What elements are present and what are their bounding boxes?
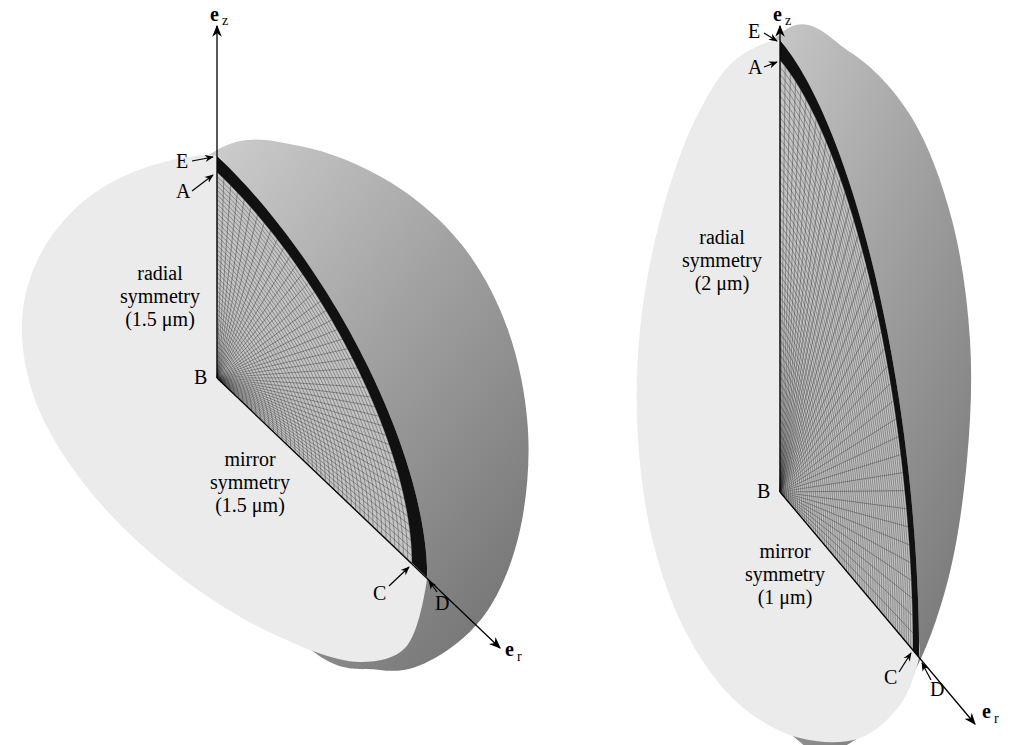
axis-label: e — [982, 700, 991, 723]
cut-face — [637, 40, 920, 742]
point-label: B — [194, 366, 207, 389]
mesh-line — [780, 99, 806, 492]
mesh-line — [217, 378, 379, 416]
mesh-line — [217, 378, 371, 397]
mesh-line — [217, 378, 386, 435]
mesh-line — [217, 200, 244, 378]
mesh-line — [217, 185, 231, 378]
mesh-line — [780, 419, 896, 492]
point-label: B — [757, 480, 770, 503]
leader-line — [764, 33, 777, 41]
mesh-line — [780, 473, 903, 492]
mesh-line — [780, 298, 874, 492]
mesh-line — [780, 141, 826, 492]
axis-subscript: r — [517, 649, 522, 665]
axis-subscript: z — [785, 13, 791, 29]
leader-line — [192, 175, 213, 191]
mesh-line — [217, 215, 258, 378]
boundary-label: radial symmetry (2 μm) — [672, 226, 772, 295]
mesh-line — [217, 239, 277, 378]
point-label: D — [435, 592, 449, 615]
cut-face — [22, 155, 428, 662]
point-label: A — [748, 56, 762, 79]
mesh-line — [780, 401, 893, 492]
mesh-line — [217, 265, 296, 378]
point-label: A — [176, 180, 190, 203]
point-label: E — [176, 150, 188, 173]
point-label: C — [884, 666, 897, 689]
mesh-line — [780, 492, 906, 509]
mesh-line — [780, 235, 858, 492]
boundary-label: mirror symmetry (1.5 μm) — [200, 448, 300, 517]
mesh-line — [217, 358, 352, 378]
axis-label: e — [773, 3, 782, 26]
half-ellipsoid-sphere — [22, 26, 529, 671]
point-label: E — [748, 20, 760, 43]
mesh-line — [217, 283, 309, 378]
mesh-line — [217, 378, 375, 407]
axis-subscript: r — [994, 711, 999, 727]
mesh-line — [780, 74, 790, 492]
mesh-line — [217, 378, 392, 454]
mesh-line — [780, 206, 849, 492]
axis-label: e — [210, 3, 219, 26]
mesh-line — [217, 311, 326, 378]
half-ellipsoid-prolate — [637, 24, 975, 745]
mesh-line — [217, 377, 362, 378]
mesh-line — [217, 378, 366, 387]
leader-line — [389, 567, 409, 586]
mesh-line — [780, 282, 870, 492]
leader-line — [922, 663, 931, 680]
leader-line — [429, 581, 437, 592]
mesh-line — [780, 492, 909, 545]
mesh-line — [780, 119, 816, 492]
mesh-line — [780, 67, 785, 492]
boundary-label: radial symmetry (1.5 μm) — [110, 262, 210, 331]
mesh-line — [780, 492, 908, 527]
leader-line — [192, 157, 213, 161]
mesh-line — [780, 130, 821, 492]
mesh-line — [780, 332, 881, 492]
mesh-line — [217, 179, 224, 378]
axis-subscript: z — [222, 13, 228, 29]
mesh-line — [780, 90, 801, 492]
mesh-line — [217, 301, 320, 378]
mesh-line — [217, 256, 290, 378]
mesh-line — [217, 223, 264, 378]
z-axis — [216, 26, 217, 378]
mesh-line — [217, 378, 389, 445]
mesh-line — [780, 491, 905, 492]
leader-line — [899, 653, 911, 672]
leader-line — [764, 62, 777, 67]
point-label: D — [930, 678, 944, 701]
axis-label: e — [505, 638, 514, 661]
point-label: C — [373, 582, 386, 605]
mesh-line — [780, 251, 862, 492]
boundary-label: mirror symmetry (1 μm) — [735, 540, 835, 609]
leader-lines — [192, 33, 931, 680]
mesh-line — [780, 455, 901, 492]
mesh-line — [780, 492, 913, 633]
z-axis — [779, 26, 780, 492]
mesh-line — [780, 153, 831, 492]
